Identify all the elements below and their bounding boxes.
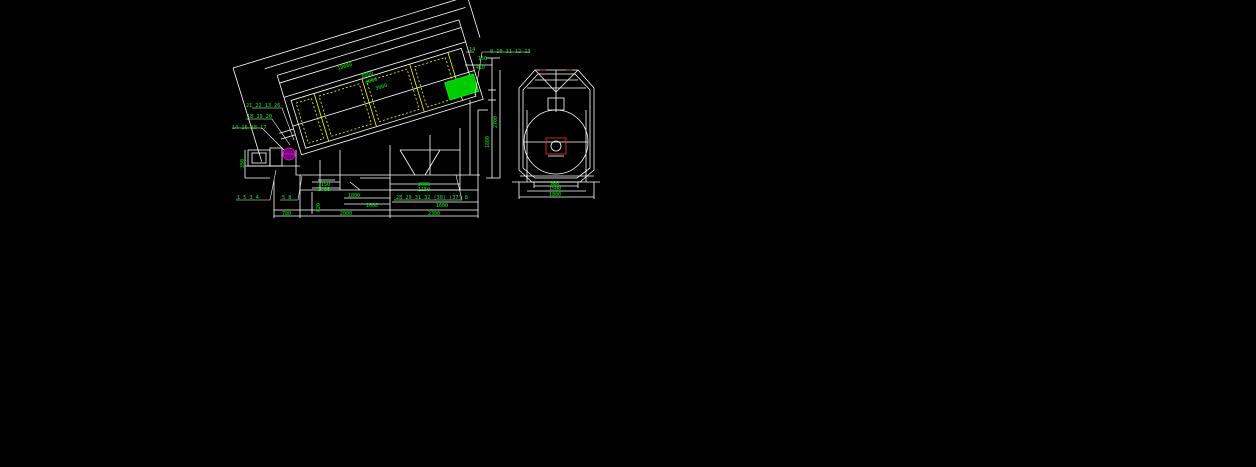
- dim-right-height-total: 2700: [493, 116, 499, 128]
- callout-left-row-3: 14 16 18 17: [232, 125, 266, 131]
- dim-right-height-top: 410: [476, 65, 485, 71]
- dim-base-mid-2: 1600: [366, 203, 378, 209]
- side-view: [232, 0, 530, 218]
- dim-screen-length: 8000: [361, 71, 374, 80]
- dim-width-inner: 980: [550, 181, 559, 187]
- dim-base-right-1: 2000: [418, 182, 430, 188]
- callout-left-row-1: 21 22 13 26: [246, 103, 280, 109]
- dim-bottom-left: 700: [282, 211, 291, 217]
- side-view-dimension-text: 10680 8000 6000 3000 2700 1880 410 150 3…: [240, 56, 499, 217]
- dim-screen-cover-length: 6000: [365, 77, 378, 86]
- dim-right-height-mid: 1880: [485, 136, 491, 148]
- dim-width-outer: 1800: [549, 192, 561, 198]
- dim-left-height: 350: [240, 159, 246, 168]
- callout-bottom-right: 28 29 31 32 (30) (37) 8: [396, 195, 468, 201]
- callout-top-right: 8 10 11 12 13: [490, 49, 531, 55]
- dim-bottom-mid: 2000: [340, 211, 352, 217]
- callout-top-right-single: 14: [469, 47, 475, 53]
- callout-bottom-mid-left: 5 8: [282, 195, 291, 201]
- dim-base-small-2: 1400: [318, 187, 330, 193]
- dim-right-top-small: 150: [478, 56, 487, 62]
- end-view: [512, 69, 600, 199]
- callout-left-row-2: 18 19 20: [247, 114, 272, 120]
- bottom-dimensions: [273, 180, 479, 218]
- support-frame: [295, 64, 492, 191]
- dim-width-mid: 1500: [549, 186, 561, 192]
- end-view-dimension-text: 980 1500 1800: [549, 181, 561, 198]
- right-dimensions: [486, 57, 501, 179]
- dim-base-right-2: 1150: [418, 187, 430, 193]
- end-view-housing: [518, 69, 595, 183]
- callout-bottom-left: 1 5 3 4: [237, 195, 259, 201]
- dim-sub-length: 3000: [375, 83, 388, 92]
- dim-overall-length: 10680: [337, 62, 353, 72]
- drive-bearing: [545, 137, 567, 155]
- drive-motor: [244, 147, 300, 179]
- dim-base-mid: 1800: [348, 193, 360, 199]
- dim-base-small-1: 1150: [318, 182, 330, 188]
- screen-drum: [232, 0, 484, 162]
- dim-bottom-right: 2300: [428, 211, 440, 217]
- dim-base-left-vert: 820: [316, 203, 322, 212]
- callout-leaders: [232, 51, 530, 201]
- dim-base-right-3: 1600: [436, 203, 448, 209]
- side-view-callouts: 8 10 11 12 13 14 21 22 13 26 18 19 20 14…: [232, 47, 531, 201]
